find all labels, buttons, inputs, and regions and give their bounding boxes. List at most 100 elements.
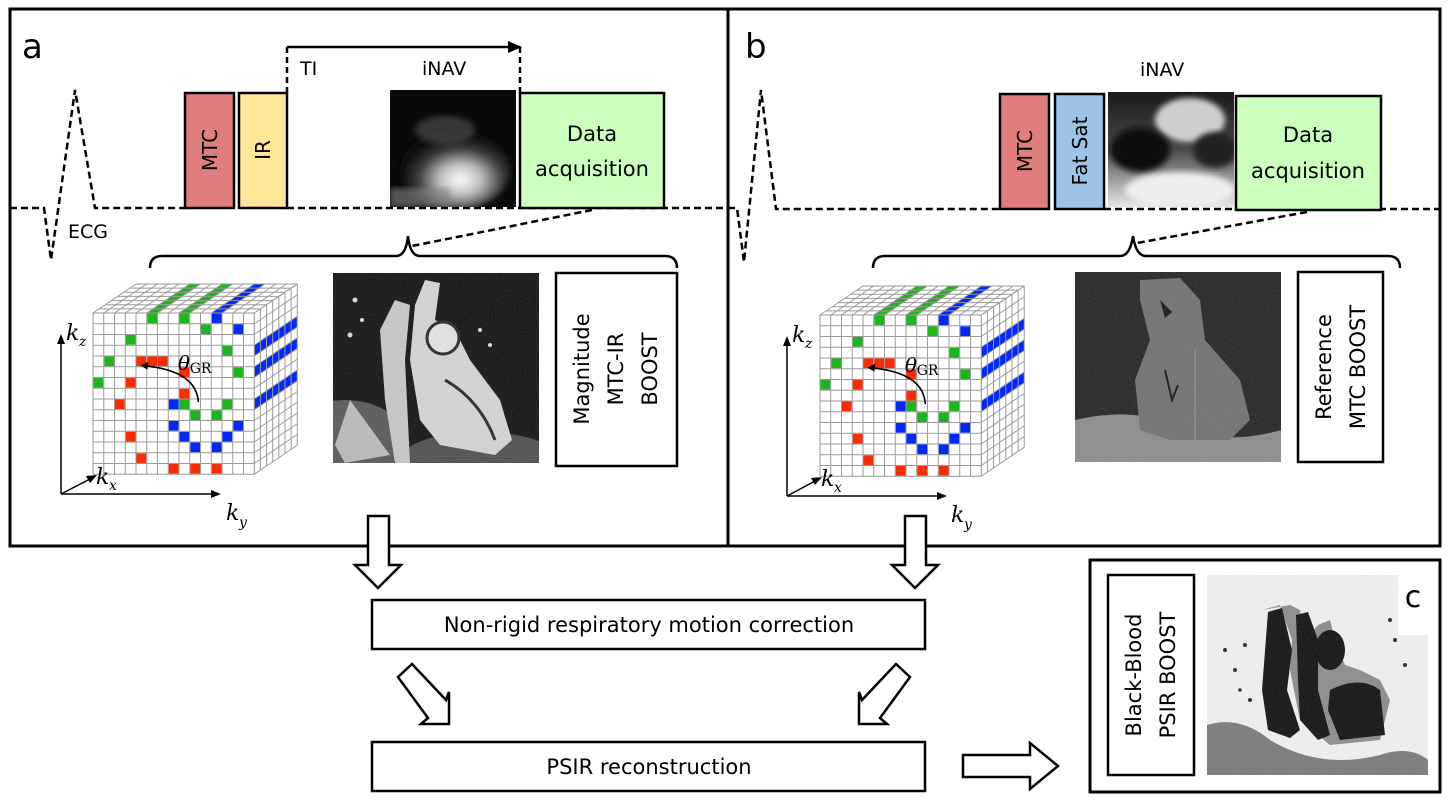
kspace-grid-line: [253, 444, 298, 475]
kspace-grid-line: [243, 283, 287, 314]
kspace-sample-green: [201, 324, 211, 334]
kspace-sample-red: [885, 358, 895, 369]
kspace-sample-green: [938, 412, 949, 422]
kspace-top-stripe: [906, 286, 960, 315]
kspace-sample-blue: [960, 423, 970, 433]
kspace-sample-green: [906, 401, 917, 412]
kspace-sample-red: [895, 466, 906, 476]
kspace-grid-line: [927, 285, 971, 316]
kspace-sample-green: [917, 412, 927, 422]
fat-sat-label: Fat Sat: [1068, 116, 1092, 185]
kspace-side-stripe: [981, 372, 1025, 412]
kspace-sample-blue: [233, 421, 243, 431]
kspace-grid-line: [253, 305, 298, 335]
axis-ky-a: k: [226, 501, 239, 526]
data-acq-line1-b: Data: [1283, 123, 1333, 147]
kspace-grid-line: [189, 283, 234, 314]
kspace-grid-line: [253, 380, 298, 411]
inav-label-a: iNAV: [422, 58, 466, 80]
zoom-line-b: [1136, 210, 1308, 245]
kspace-sample-red: [179, 367, 190, 377]
kspace-sample-blue: [906, 433, 917, 444]
kspace-grid-line: [253, 412, 298, 443]
kspace-grid-line: [92, 283, 137, 314]
kspace-grid-line: [178, 283, 223, 314]
kspace-sample-green: [125, 335, 136, 345]
kspace-grid-line: [124, 283, 169, 314]
kspace-grid-line: [959, 285, 1004, 316]
kspace-sample-blue: [917, 444, 927, 455]
angle-arrow-head: [867, 363, 876, 372]
panel-c: Black-Blood PSIR BOOST c: [1088, 558, 1442, 794]
kspace-sample-green: [222, 345, 233, 356]
kspace-sample-green: [104, 356, 114, 367]
axis-kx-b: k: [821, 467, 834, 492]
kspace-grid-line: [253, 315, 298, 346]
caption-b-line1: Reference: [1312, 314, 1336, 420]
axis-kx-a: k: [96, 465, 109, 490]
kspace-sample-green: [831, 358, 841, 369]
motion-correction-text: Non-rigid respiratory motion correction: [444, 613, 854, 637]
kspace-sample-red: [863, 455, 874, 465]
angle-arc: [869, 366, 927, 405]
data-acquisition-block-b: [1234, 94, 1383, 212]
mtc-label: MTC: [198, 129, 222, 171]
kspace-grid-line: [980, 307, 1025, 337]
kspace-grid-line: [221, 283, 266, 314]
panel-ab-frame: [8, 7, 1442, 548]
kspace-top-stripe: [938, 286, 992, 315]
ecg-trace-b: [728, 89, 1000, 263]
kspace-sample-red: [125, 431, 136, 442]
kspace-side-stripe: [254, 316, 298, 356]
kspace-grid-line: [253, 434, 298, 464]
kspace-sample-green: [179, 399, 190, 410]
kspace-sample-red: [179, 388, 190, 399]
kspace-sample-blue: [938, 315, 949, 326]
kspace-sample-red: [190, 464, 200, 474]
kspace-sample-blue: [168, 399, 179, 410]
axis-kz-sub-b: z: [804, 336, 813, 352]
kspace-grid-line: [916, 285, 961, 316]
kspace-grid-line: [980, 296, 1025, 327]
kspace-grid-line: [980, 360, 1025, 391]
ir-label: IR: [251, 140, 275, 160]
caption-box-c: [1106, 573, 1196, 777]
kspace-front-face: [93, 313, 255, 475]
kspace-top-stripe: [146, 284, 201, 313]
kspace-sample-red: [168, 464, 179, 474]
kspace-grid-line: [980, 393, 1025, 423]
arrow-down-b: [888, 514, 942, 590]
axis-ky-b: k: [951, 503, 964, 528]
kspace-sample-red: [852, 380, 863, 390]
axis-kz-b: k: [792, 323, 805, 348]
kspace-grid-line: [253, 423, 298, 454]
kspace-grid-line: [103, 283, 148, 314]
kspace-sample-green: [906, 315, 917, 326]
kspace-sample-red: [158, 356, 168, 367]
kspace-grid-line: [948, 285, 993, 316]
caption-a-line3: BOOST: [638, 332, 662, 405]
kspace-sample-green: [179, 313, 190, 324]
kspace-sample-red: [842, 401, 852, 412]
kspace-grid-line: [830, 285, 875, 316]
kspace-sample-green: [949, 401, 960, 412]
kspace-grid-line: [980, 339, 1025, 370]
kspace-grid-line: [980, 350, 1025, 380]
caption-a-line1: Magnitude: [570, 313, 594, 424]
kspace-side-stripe: [254, 370, 298, 410]
kspace-grid-line: [253, 294, 298, 325]
kspace-sample-green: [874, 315, 884, 326]
ecg-trace: [10, 89, 185, 261]
caption-c-line2: PSIR BOOST: [1156, 611, 1180, 738]
kspace-grid-line: [253, 358, 298, 389]
panel-a-letter: a: [22, 27, 43, 67]
kspace-grid-line: [167, 283, 212, 314]
mtc-block-b: [998, 92, 1051, 211]
kspace-grid-line: [980, 317, 1025, 348]
motion-correction-box: [370, 598, 927, 651]
zoom-line-a: [411, 208, 593, 248]
data-acq-line2-b: acquisition: [1251, 159, 1365, 183]
caption-c-line1: Black-Blood: [1122, 614, 1146, 737]
